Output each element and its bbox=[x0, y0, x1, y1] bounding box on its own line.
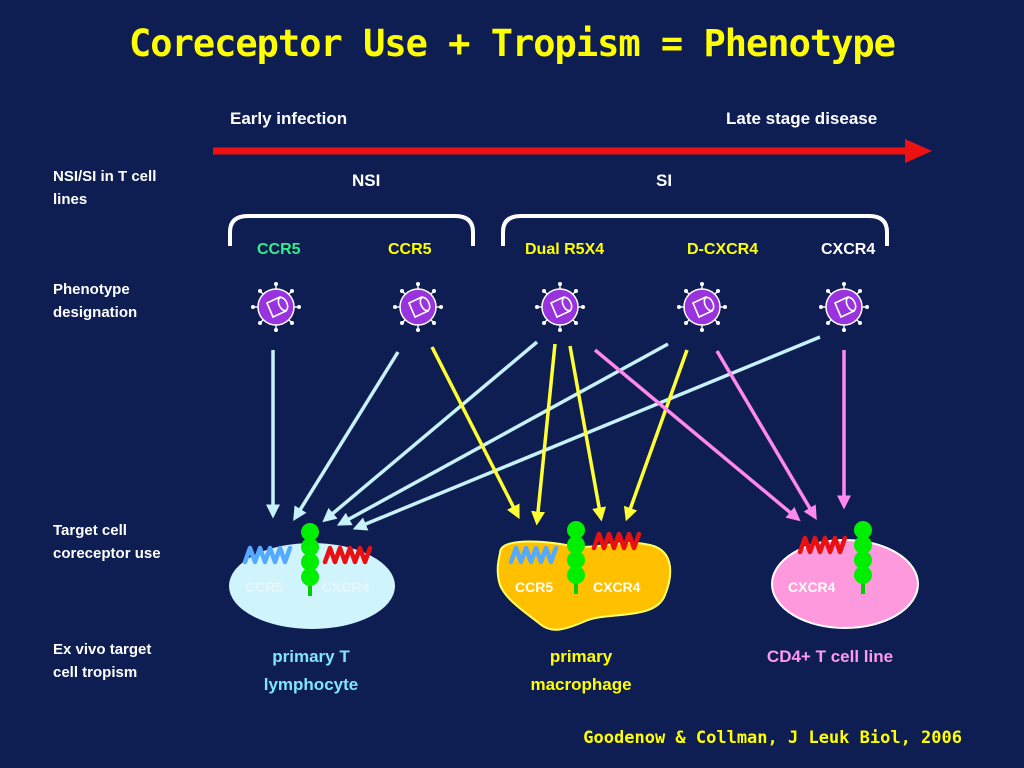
virus-icon bbox=[250, 281, 302, 333]
tropism-arrow bbox=[568, 345, 607, 522]
cxcr4-label: CXCR4 bbox=[322, 579, 370, 595]
si-group-label: SI bbox=[656, 171, 673, 190]
ccr5-label: CCR5 bbox=[515, 579, 554, 595]
ccr5-label: CCR5 bbox=[245, 579, 284, 595]
macrophage-caption: primary macrophage bbox=[530, 647, 632, 694]
page-title: Coreceptor Use + Tropism = Phenotype bbox=[129, 22, 896, 65]
phenotype-label: Dual R5X4 bbox=[525, 241, 605, 258]
tropism-arrow bbox=[322, 340, 539, 523]
ccr5-receptor-icon bbox=[242, 545, 293, 565]
cxcr4-label: CXCR4 bbox=[593, 579, 641, 595]
nsi-group-label: NSI bbox=[352, 171, 381, 190]
virus-icon bbox=[392, 281, 444, 333]
virus-icon bbox=[818, 281, 870, 333]
cd4-receptor-icon bbox=[854, 521, 872, 594]
row-label-phenotype: Phenotype designation bbox=[53, 281, 138, 321]
row-label-coreceptor: Target cell coreceptor use bbox=[53, 522, 161, 562]
timeline-end-label: Late stage disease bbox=[726, 109, 878, 128]
tropism-arrow bbox=[623, 349, 689, 522]
cxcr4-receptor-icon bbox=[797, 535, 848, 555]
cd4-receptor-icon bbox=[301, 523, 319, 596]
timeline-arrowhead bbox=[905, 139, 932, 163]
cell-line-caption: CD4+ T cell line bbox=[766, 647, 894, 666]
phenotype-label: CXCR4 bbox=[821, 241, 876, 258]
virus-icon bbox=[534, 281, 586, 333]
nsi-bracket bbox=[228, 214, 475, 246]
cxcr4-receptor-icon bbox=[591, 531, 642, 551]
ccr5-receptor-icon bbox=[508, 545, 559, 565]
timeline-start-label: Early infection bbox=[230, 109, 348, 128]
tropism-arrow bbox=[352, 335, 821, 531]
lymphocyte-caption: primary T lymphocyte bbox=[263, 647, 359, 694]
si-bracket bbox=[501, 214, 889, 246]
tropism-arrow bbox=[336, 342, 669, 526]
citation: Goodenow & Collman, J Leuk Biol, 2006 bbox=[583, 728, 962, 748]
cxcr4-label: CXCR4 bbox=[788, 579, 836, 595]
tropism-arrow bbox=[293, 351, 400, 521]
virus-icon bbox=[676, 281, 728, 333]
cd4-receptor-icon bbox=[567, 521, 585, 594]
tropism-arrow bbox=[531, 343, 557, 526]
phenotype-label: D-CXCR4 bbox=[687, 241, 759, 258]
tropism-arrow bbox=[715, 350, 817, 521]
phenotype-label: CCR5 bbox=[388, 241, 432, 258]
phenotype-label: CCR5 bbox=[257, 241, 301, 258]
tropism-arrow bbox=[593, 348, 801, 522]
row-label-tropism: Ex vivo target cell tropism bbox=[53, 641, 152, 681]
cxcr4-receptor-icon bbox=[322, 545, 373, 565]
row-label-nsi-si: NSI/SI in T cell lines bbox=[53, 168, 157, 208]
tropism-arrow bbox=[430, 346, 520, 520]
